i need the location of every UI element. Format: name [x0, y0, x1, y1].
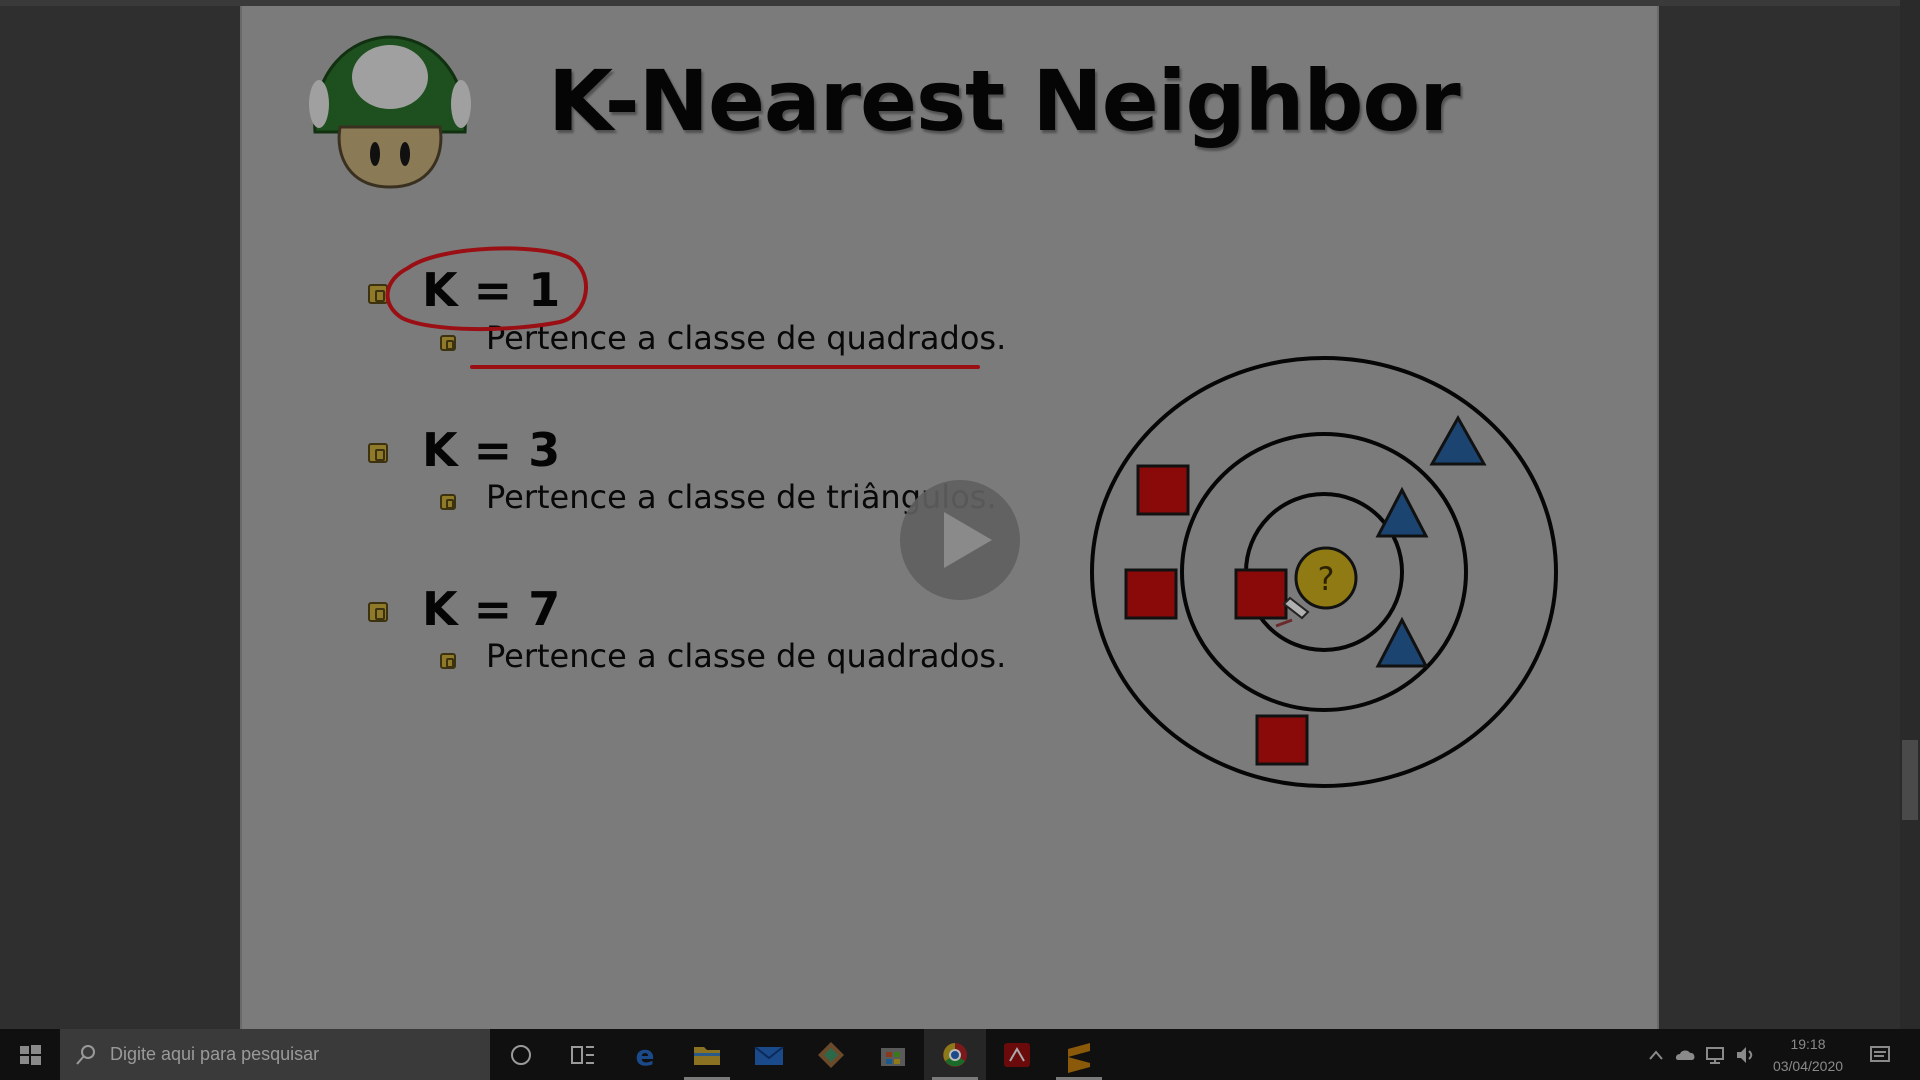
- edge-button[interactable]: e: [614, 1029, 676, 1080]
- mushroom-logo: [309, 35, 471, 189]
- sublime-button[interactable]: [1048, 1029, 1110, 1080]
- triangle-marker: [1375, 616, 1429, 668]
- task-view-icon: [571, 1046, 594, 1064]
- git-icon: [818, 1042, 844, 1068]
- clock[interactable]: 19:18 03/04/2020: [1760, 1033, 1856, 1077]
- git-button[interactable]: [800, 1029, 862, 1080]
- store-button[interactable]: [862, 1029, 924, 1080]
- mail-button[interactable]: [738, 1029, 800, 1080]
- scrollbar[interactable]: [1900, 0, 1920, 1029]
- bullet-icon: [440, 653, 456, 669]
- bullet-icon: [368, 602, 388, 622]
- clock-date: 03/04/2020: [1772, 1058, 1844, 1074]
- item-heading-k1: K = 1: [422, 263, 561, 317]
- edge-icon: e: [636, 1039, 655, 1072]
- mail-icon: [754, 1046, 784, 1065]
- chrome-icon: [943, 1043, 967, 1067]
- file-explorer-icon: [694, 1047, 720, 1065]
- notifications-icon[interactable]: [1868, 1043, 1892, 1067]
- chevron-up-icon[interactable]: [1646, 1043, 1666, 1067]
- triangle-marker: [1429, 414, 1487, 466]
- play-button[interactable]: [900, 480, 1020, 600]
- query-label: ?: [1318, 560, 1335, 598]
- cortana-icon: [511, 1045, 531, 1065]
- network-icon[interactable]: [1704, 1043, 1728, 1067]
- knn-diagram: ?: [1090, 356, 1558, 788]
- search-icon: [76, 1045, 95, 1065]
- scrollbar-thumb[interactable]: [1902, 740, 1918, 820]
- square-marker: [1124, 568, 1178, 620]
- square-marker: [1234, 568, 1288, 620]
- acrobat-icon: [1004, 1043, 1030, 1067]
- windows-icon: [20, 1045, 41, 1065]
- item-text-k7: Pertence a classe de quadrados.: [486, 637, 1007, 675]
- search-placeholder: Digite aqui para pesquisar: [110, 1044, 320, 1064]
- item-heading-k7: K = 7: [422, 582, 561, 636]
- bullet-icon: [440, 335, 456, 351]
- svg-text:e: e: [636, 1039, 655, 1072]
- pen-mark: [1275, 618, 1293, 628]
- start-button[interactable]: [0, 1029, 60, 1080]
- pen-annotations: [385, 246, 980, 369]
- bullet-icon: [440, 494, 456, 510]
- search-input[interactable]: Digite aqui para pesquisar: [60, 1029, 490, 1080]
- cortana-button[interactable]: [490, 1029, 552, 1080]
- acrobat-button[interactable]: [986, 1029, 1048, 1080]
- file-explorer-button[interactable]: [676, 1029, 738, 1080]
- outer-ring: [1090, 356, 1558, 788]
- slide-title: K-Nearest Neighbor: [548, 52, 1461, 150]
- triangle-marker: [1375, 486, 1429, 538]
- middle-ring: [1180, 432, 1468, 712]
- volume-icon[interactable]: [1734, 1043, 1758, 1067]
- pen-cursor-icon: [1282, 596, 1310, 620]
- clock-time: 19:18: [1790, 1036, 1826, 1052]
- circle-annotation: [385, 246, 588, 332]
- store-icon: [881, 1048, 905, 1066]
- query-point: [1294, 546, 1358, 610]
- square-marker: [1255, 714, 1309, 766]
- sublime-icon: [1068, 1043, 1090, 1073]
- item-text-k1: Pertence a classe de quadrados.: [486, 319, 1007, 357]
- onedrive-icon[interactable]: [1674, 1043, 1698, 1067]
- taskbar: Digite aqui para pesquisar e: [0, 1029, 1920, 1080]
- square-marker: [1136, 464, 1190, 516]
- task-view-button[interactable]: [552, 1029, 614, 1080]
- window-top-border: [0, 0, 1920, 6]
- chrome-button[interactable]: [924, 1029, 986, 1080]
- item-heading-k3: K = 3: [422, 423, 561, 477]
- bullet-icon: [368, 443, 388, 463]
